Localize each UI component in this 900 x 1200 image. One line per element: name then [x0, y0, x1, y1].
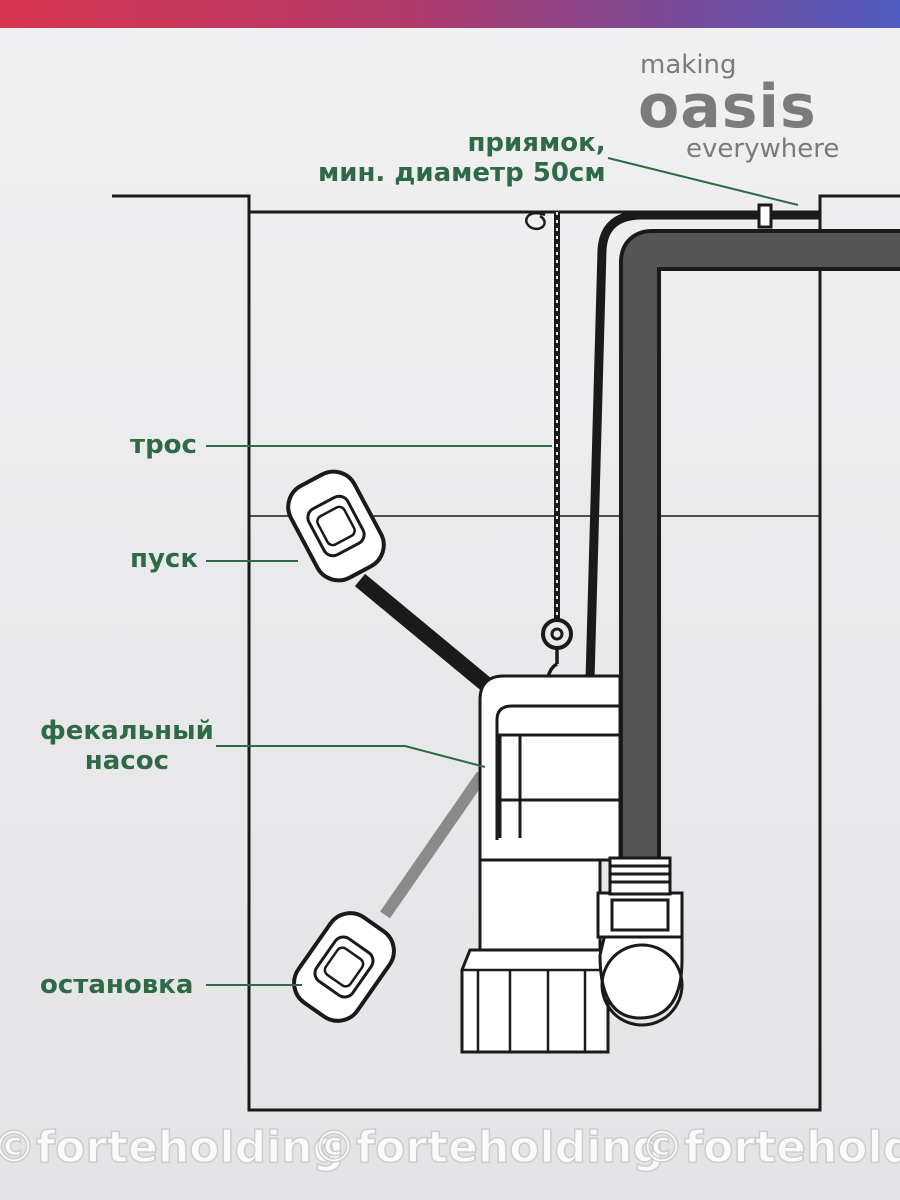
label-cable: трос	[130, 430, 197, 460]
watermark-1: ©forteholding	[0, 1121, 345, 1174]
label-sump: приямок, мин. диаметр 50см	[318, 128, 606, 188]
start-float	[286, 469, 494, 693]
cable-clip	[757, 203, 773, 229]
label-pump-line1: фекальный	[40, 716, 214, 746]
leader-lines	[206, 157, 799, 986]
top-gradient-bar	[0, 0, 900, 28]
rope	[525, 211, 573, 710]
label-sump-line2: мин. диаметр 50см	[318, 158, 606, 188]
logo-line3: everywhere	[686, 134, 840, 164]
watermark-3: ©forteholding	[639, 1121, 900, 1174]
logo-line2: oasis	[638, 72, 817, 142]
label-start: пуск	[130, 544, 198, 574]
label-pump: фекальный насос	[40, 716, 214, 776]
logo-line1: making	[640, 50, 737, 80]
watermark: ©forteholding ©forteholding ©forteholdin…	[0, 1118, 900, 1188]
label-pump-line2: насос	[84, 746, 169, 776]
stop-float	[292, 771, 487, 1023]
label-sump-line1: приямок,	[467, 128, 606, 158]
watermark-2: ©forteholding	[311, 1121, 664, 1174]
discharge-pipe	[619, 229, 900, 870]
label-stop: остановка	[40, 970, 194, 1000]
pump-body	[460, 674, 684, 1054]
power-cable	[585, 210, 820, 681]
